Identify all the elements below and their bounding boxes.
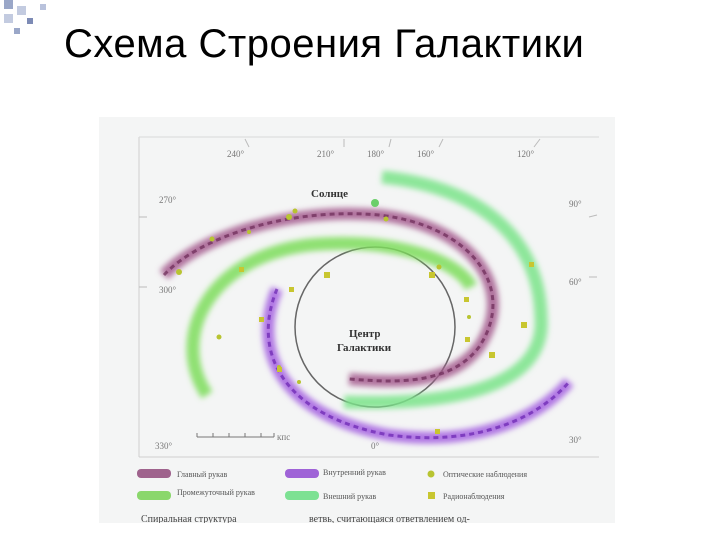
legend-swatch-inner-arm — [285, 469, 319, 478]
degree-label: 300° — [159, 285, 177, 295]
legend-label: Промежуточный рукав — [177, 488, 255, 497]
spiral-arms-glow — [159, 170, 574, 444]
sun-label: Солнце — [311, 188, 348, 200]
legend-label: Главный рукав — [177, 470, 227, 479]
scale-bar — [196, 433, 275, 438]
legend-swatch-intermediate-arm — [137, 491, 171, 500]
decorative-squares — [4, 0, 46, 34]
galaxy-diagram: 240° 210° 180° 160° 120° 90° 270° 60° 30… — [99, 117, 615, 523]
slide-title: Схема Строения Галактики — [64, 22, 585, 66]
radio-observations — [239, 262, 534, 434]
degree-label: 270° — [159, 195, 177, 205]
degree-label: 330° — [155, 441, 173, 451]
legend-label: Радионаблюдения — [443, 492, 505, 501]
spiral-arms-core — [162, 212, 571, 440]
scale-unit: кпс — [277, 432, 290, 442]
degree-label: 90° — [569, 199, 582, 209]
legend-label: Оптические наблюдения — [443, 470, 527, 479]
caption-left: Спиральная структура — [141, 514, 237, 523]
degree-label: 210° — [317, 149, 335, 159]
degree-label: 60° — [569, 277, 582, 287]
legend-swatch-outer-arm — [285, 491, 319, 500]
legend-swatch-main-arm — [137, 469, 171, 478]
degree-label: 240° — [227, 149, 245, 159]
legend-label: Внутренний рукав — [323, 468, 386, 477]
center-label-line1: Центр — [349, 328, 380, 340]
legend: Главный рукав Промежуточный рукав Внутре… — [137, 468, 527, 501]
center-label-line2: Галактики — [337, 342, 392, 354]
legend-swatch-radio — [428, 492, 435, 499]
degree-label: 0° — [371, 441, 380, 451]
degree-label: 160° — [417, 149, 435, 159]
legend-label: Внешний рукав — [323, 492, 376, 501]
legend-swatch-optical — [427, 470, 435, 478]
degree-label: 180° — [367, 149, 385, 159]
caption-right: ветвь, считающаяся ответвлением од- — [309, 514, 470, 523]
optical-observations — [176, 199, 471, 384]
degree-label: 120° — [517, 149, 535, 159]
degree-label: 30° — [569, 435, 582, 445]
